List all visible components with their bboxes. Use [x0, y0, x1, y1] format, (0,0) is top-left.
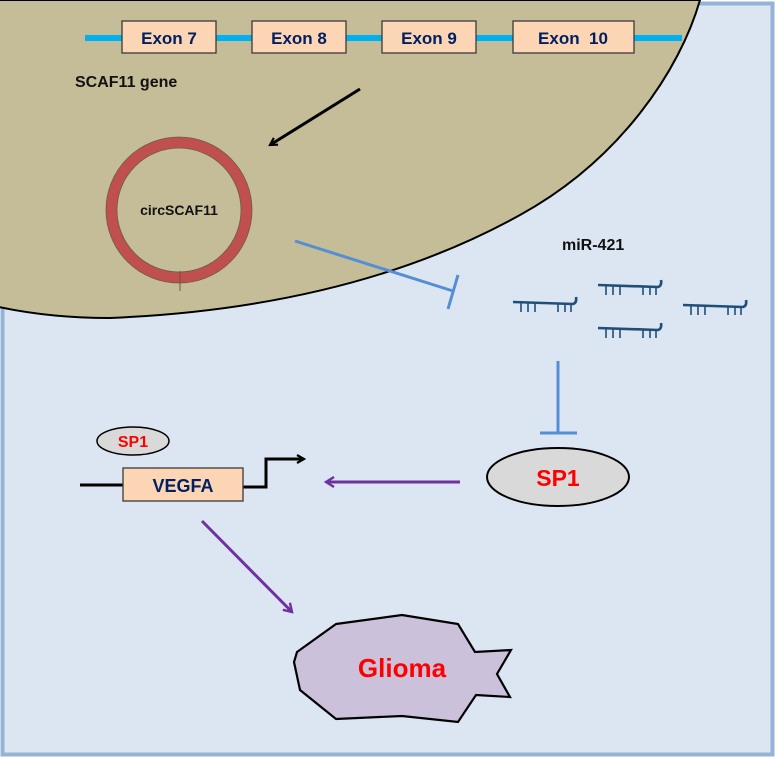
exon-9: Exon 9	[381, 20, 477, 54]
circscaf11-ring: circSCAF11	[105, 136, 253, 291]
exon-label: Exon 7	[141, 29, 197, 48]
glioma-shape	[292, 613, 513, 724]
exon-label: Exon 9	[401, 29, 457, 48]
inhibition-mir-to-sp1	[540, 361, 577, 435]
scaf11-gene: Exon 7 Exon 8 Exon 9 Exon 10 SCAF11 gene	[75, 20, 682, 91]
exon-7: Exon 7	[121, 20, 217, 54]
production-arrow	[270, 87, 361, 147]
vegfa-gene: VEGFA	[80, 459, 304, 502]
mirna-molecule	[682, 299, 748, 315]
mir421-label: miR-421	[562, 237, 624, 254]
exon-8: Exon 8	[251, 20, 347, 54]
glioma-node: Glioma	[292, 613, 513, 724]
mir421-molecules	[512, 279, 748, 338]
mirna-molecule	[512, 296, 578, 312]
glioma-label: Glioma	[358, 653, 447, 683]
mirna-molecule	[597, 322, 663, 338]
transcription-start-arrow	[243, 459, 304, 489]
sp1-large-label: SP1	[536, 465, 580, 491]
vegfa-label: VEGFA	[152, 476, 213, 496]
circscaf11-label: circSCAF11	[140, 202, 218, 218]
inhibition-circ-to-mir	[294, 239, 460, 310]
sp1-protein: SP1	[486, 447, 630, 507]
activation-arrow-vegfa-to-glioma	[200, 519, 292, 612]
exon-label: Exon 10	[538, 29, 608, 48]
exon-10: Exon 10	[512, 20, 635, 54]
gene-label: SCAF11 gene	[75, 74, 177, 91]
sp1-small-label: SP1	[118, 434, 148, 451]
exon-label: Exon 8	[271, 29, 327, 48]
sp1-bound: SP1	[96, 426, 170, 456]
mirna-molecule	[597, 279, 663, 295]
